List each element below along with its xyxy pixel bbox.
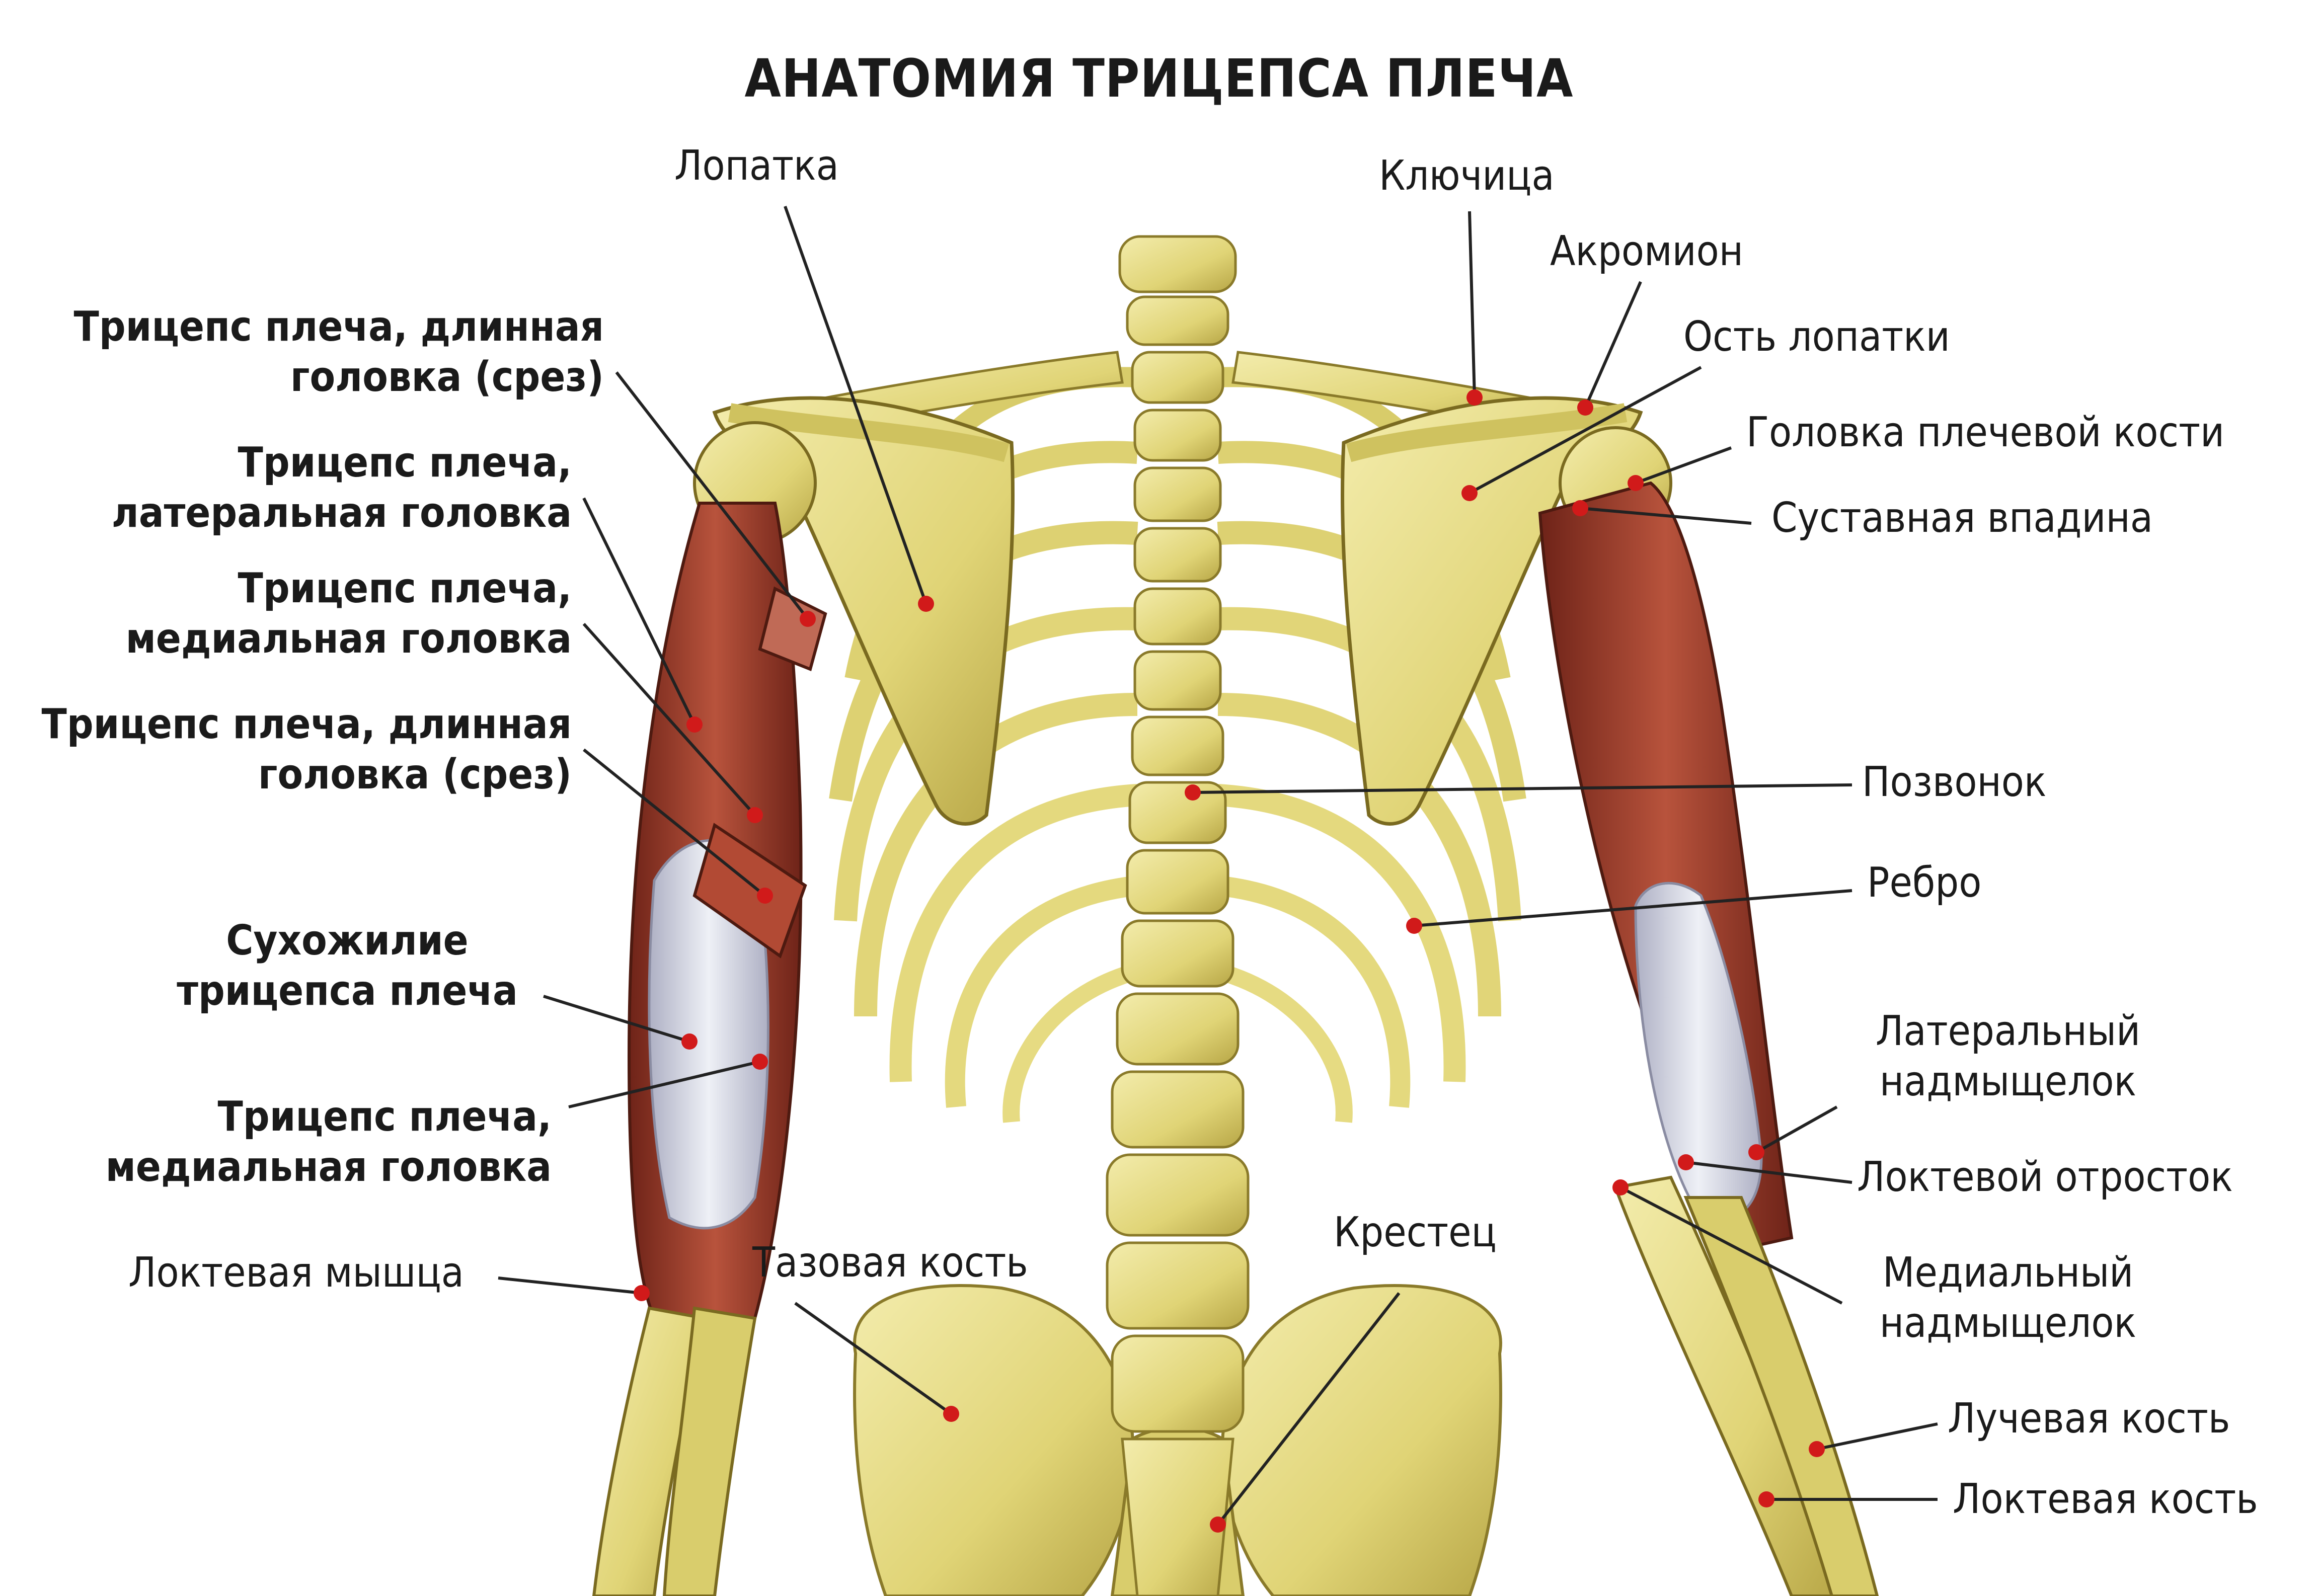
marker-anconeus	[634, 1285, 650, 1301]
marker-medial-head-2	[752, 1054, 768, 1070]
marker-olecranon	[1678, 1154, 1694, 1170]
marker-rib	[1406, 918, 1422, 934]
marker-tendon	[681, 1033, 698, 1050]
label-pelvis: Тазовая кость	[752, 1239, 1028, 1287]
label-medial-head-2: Трицепс плеча, медиальная головка	[105, 1093, 552, 1191]
marker-long-head-cut-2	[757, 888, 773, 904]
label-spine-of-scapula: Ость лопатки	[1683, 313, 1950, 361]
label-acromion: Акромион	[1550, 227, 1743, 275]
label-tendon: Сухожилие трицепса плеча	[177, 917, 518, 1015]
label-vertebra: Позвонок	[1862, 758, 2047, 806]
marker-lateral-head	[686, 716, 703, 733]
label-anconeus: Локтевая мышца	[128, 1249, 464, 1297]
left-arm-shape	[592, 421, 827, 1596]
marker-medial-epicondyle	[1612, 1179, 1629, 1195]
marker-spine-of-scapula	[1461, 485, 1478, 501]
marker-clavicle	[1466, 389, 1483, 406]
marker-pelvis	[943, 1406, 959, 1422]
label-long-head-cut-2: Трицепс плеча, длинная головка (срез)	[41, 700, 572, 799]
marker-scapula	[918, 596, 934, 612]
scapula-shape	[712, 396, 1643, 826]
label-medial-epicondyle: Медиальный надмыщелок	[1879, 1249, 2137, 1347]
spine-shape	[1106, 235, 1250, 1596]
diagram-title: АНАТОМИЯ ТРИЦЕПСА ПЛЕЧА	[744, 48, 1574, 109]
marker-glenoid	[1572, 500, 1588, 516]
marker-long-head-cut-1	[800, 611, 816, 627]
marker-dots	[634, 389, 1825, 1533]
marker-humeral-head	[1628, 475, 1644, 491]
marker-radius	[1809, 1441, 1825, 1457]
label-medial-head-1: Трицепс плеча, медиальная головка	[125, 565, 572, 663]
marker-medial-head-1	[747, 807, 763, 823]
label-lateral-head: Трицепс плеча, латеральная головка	[111, 439, 572, 537]
marker-sacrum	[1210, 1517, 1226, 1533]
leader-lines	[498, 205, 1938, 1526]
label-olecranon: Локтевой отросток	[1857, 1153, 2233, 1201]
label-humeral-head: Головка плечевой кости	[1746, 409, 2225, 456]
label-radius: Лучевая кость	[1948, 1395, 2230, 1443]
marker-acromion	[1577, 400, 1593, 416]
label-scapula: Лопатка	[674, 142, 839, 190]
label-sacrum: Крестец	[1334, 1209, 1497, 1256]
marker-vertebra	[1185, 784, 1201, 801]
label-clavicle: Ключица	[1379, 152, 1555, 200]
label-glenoid: Суставная впадина	[1771, 494, 2153, 542]
right-arm-shape	[1538, 426, 1879, 1596]
label-lateral-epicondyle: Латеральный надмыщелок	[1875, 1007, 2141, 1106]
marker-lateral-epicondyle	[1748, 1144, 1764, 1160]
label-long-head-cut-1: Трицепс плеча, длинная головка (срез)	[73, 303, 604, 402]
label-ulna: Локтевая кость	[1953, 1475, 2258, 1523]
label-rib: Ребро	[1867, 859, 1982, 907]
marker-ulna	[1758, 1491, 1774, 1507]
